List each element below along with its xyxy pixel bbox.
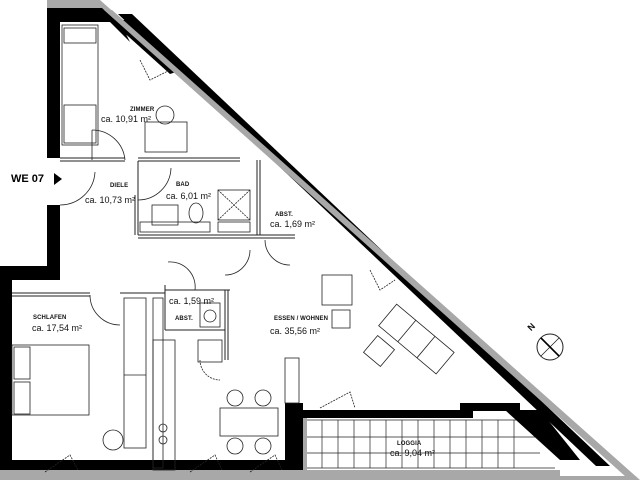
room-area-essen-wohnen: ca. 35,56 m² — [270, 326, 321, 336]
furniture — [11, 24, 455, 471]
room-area-abst-2: ca. 1,59 m² — [169, 296, 215, 306]
entrance-arrow-icon — [54, 173, 62, 185]
room-area-loggia: ca. 9,04 m² — [390, 448, 436, 458]
compass-icon — [536, 333, 564, 361]
loggia-wedge — [505, 410, 580, 460]
loggia-tiles — [307, 419, 555, 469]
room-name-abst-2: ABST. — [175, 316, 193, 322]
room-area-diele: ca. 10,73 m² — [85, 195, 136, 205]
room-area-schlafen: ca. 17,54 m² — [32, 323, 83, 333]
room-area-zimmer: ca. 10,91 m² — [101, 114, 152, 124]
interior-walls — [12, 157, 295, 360]
room-name-abst-1: ABST. — [275, 212, 293, 218]
room-area-bad: ca. 6,01 m² — [166, 191, 212, 201]
room-name-bad: BAD — [176, 182, 190, 188]
room-area-abst-1: ca. 1,69 m² — [270, 219, 316, 229]
room-name-essen-wohnen: ESSEN / WOHNEN — [274, 316, 329, 322]
room-name-diele: DIELE — [110, 183, 129, 189]
room-name-loggia: LOGGIA — [397, 441, 422, 447]
room-name-schlafen: SCHLAFEN — [33, 315, 67, 321]
room-name-zimmer: ZIMMER — [130, 107, 155, 113]
unit-label: WE 07 — [11, 173, 45, 185]
